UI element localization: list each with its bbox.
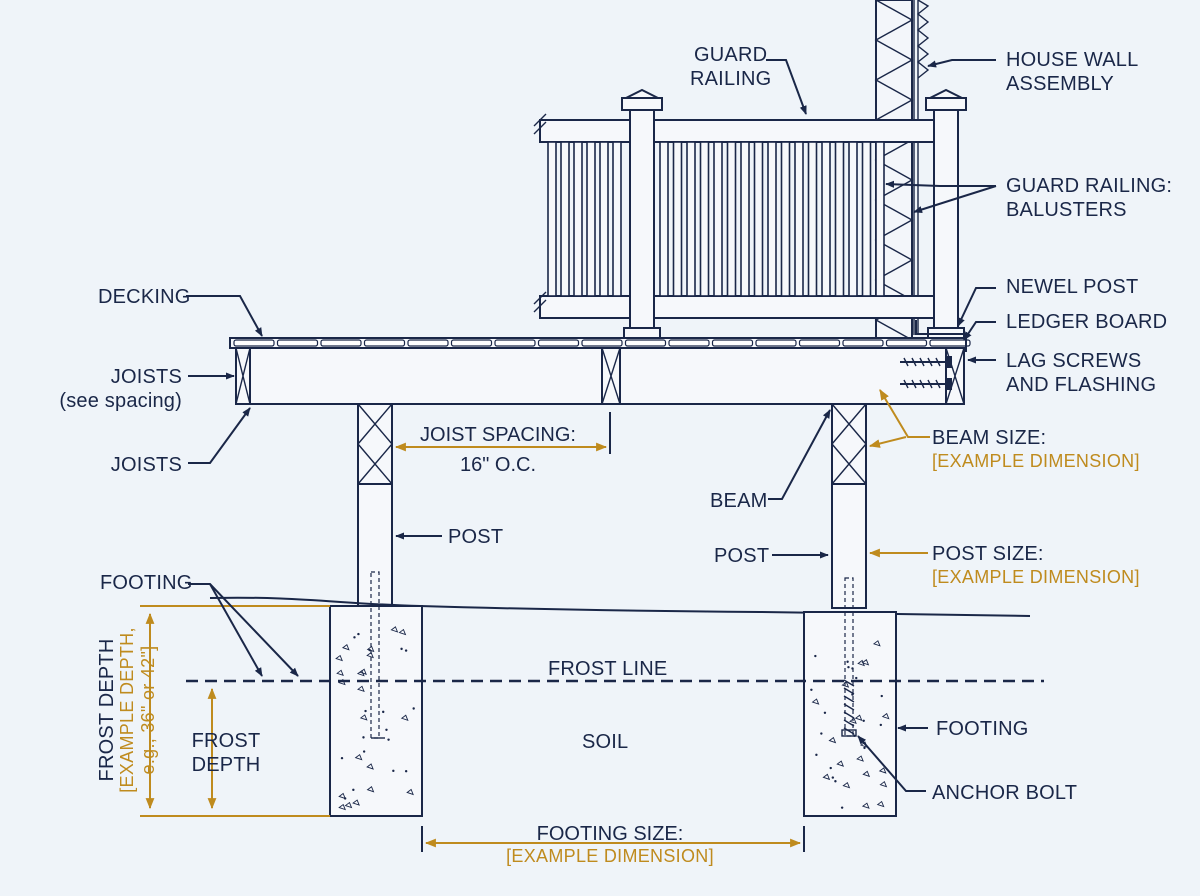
baluster	[659, 141, 669, 297]
baluster	[807, 141, 818, 297]
joist-band	[235, 347, 965, 405]
svg-text:BEAM SIZE:: BEAM SIZE:	[932, 427, 1046, 449]
svg-text:GUARD: GUARD	[694, 44, 767, 66]
footing-left	[329, 605, 423, 817]
svg-text:HOUSE WALL: HOUSE WALL	[1006, 49, 1138, 71]
lag-screws	[900, 356, 952, 390]
svg-text:[EXAMPLE DIMENSION]: [EXAMPLE DIMENSION]	[506, 846, 714, 866]
baluster	[780, 141, 791, 297]
anchor-bolt-right	[841, 577, 857, 737]
svg-text:(see spacing): (see spacing)	[59, 390, 182, 412]
ground-line	[209, 596, 1031, 617]
baluster	[834, 141, 845, 297]
footing-size-label: FOOTING SIZE: [EXAMPLE DIMENSION]	[506, 823, 714, 866]
house-wall-label: HOUSE WALL ASSEMBLY	[1006, 49, 1138, 95]
decking	[229, 337, 971, 349]
joists-upper-label: JOISTS (see spacing)	[59, 366, 182, 412]
frost-depth-dimensions	[140, 605, 330, 817]
newel-post-label: NEWEL POST	[1006, 276, 1138, 298]
footing-size-dimension	[421, 826, 805, 852]
baluster	[547, 141, 557, 297]
footing-left-label: FOOTING	[100, 572, 193, 594]
svg-text:GUARD RAILING:: GUARD RAILING:	[1006, 175, 1172, 197]
ledger-board-label: LEDGER BOARD	[1006, 311, 1167, 333]
svg-text:[EXAMPLE DIMENSION]: [EXAMPLE DIMENSION]	[932, 451, 1140, 471]
svg-text:FROST: FROST	[192, 730, 261, 752]
guard-railing	[533, 88, 967, 339]
baluster	[821, 141, 831, 297]
baluster	[672, 141, 683, 297]
baluster	[699, 141, 710, 297]
joist-spacing-dimension	[394, 412, 611, 454]
lag-screws-label: LAG SCREWS AND FLASHING	[1006, 350, 1156, 396]
baluster	[686, 141, 696, 297]
beam-left	[357, 403, 393, 485]
svg-text:JOIST SPACING:: JOIST SPACING:	[420, 424, 576, 446]
post-right	[831, 483, 867, 609]
beam-right	[831, 403, 867, 485]
post-left-label: POST	[448, 526, 503, 548]
guard-railing-label: GUARD RAILING	[690, 44, 771, 90]
baluster	[560, 141, 570, 297]
baluster	[573, 141, 583, 297]
anchor-bolt-label: ANCHOR BOLT	[932, 782, 1077, 804]
newel-post-right	[933, 107, 959, 333]
soil-label: SOIL	[582, 731, 628, 753]
balusters-label: GUARD RAILING: BALUSTERS	[1006, 175, 1172, 221]
svg-text:e.g., 36" or 42"]: e.g., 36" or 42"]	[138, 646, 158, 775]
baluster	[848, 141, 858, 297]
baluster	[713, 141, 723, 297]
anchor-bolt-left	[370, 571, 385, 739]
newel-post-left	[629, 107, 655, 333]
footing-right-label: FOOTING	[936, 718, 1029, 740]
svg-text:[EXAMPLE DEPTH,: [EXAMPLE DEPTH,	[117, 627, 137, 793]
baluster	[586, 141, 596, 297]
leader-lines	[186, 59, 997, 792]
joists-lower-label: JOISTS	[111, 454, 182, 476]
baluster	[794, 141, 804, 297]
beam-label: BEAM	[710, 490, 767, 512]
beam-size-leader	[879, 389, 930, 438]
joist-spacing-label: JOIST SPACING: 16" O.C.	[420, 424, 576, 476]
baluster	[875, 141, 885, 297]
baluster	[740, 141, 750, 297]
flashing	[915, 320, 967, 352]
baluster	[599, 141, 609, 297]
post-size-label: POST SIZE: [EXAMPLE DIMENSION]	[932, 543, 1140, 587]
svg-text:ASSEMBLY: ASSEMBLY	[1006, 73, 1114, 95]
svg-text:AND FLASHING: AND FLASHING	[1006, 374, 1156, 396]
post-right-label: POST	[714, 545, 769, 567]
frost-depth-inner-label: FROST DEPTH	[192, 730, 261, 776]
svg-text:FOOTING SIZE:: FOOTING SIZE:	[537, 823, 684, 845]
baluster	[753, 141, 764, 297]
footing-right	[803, 611, 897, 817]
baluster	[726, 141, 737, 297]
svg-text:JOISTS: JOISTS	[111, 366, 182, 388]
svg-text:POST SIZE:: POST SIZE:	[932, 543, 1044, 565]
baluster	[861, 141, 872, 297]
guard-railing-balusters	[547, 141, 885, 297]
decking-label: DECKING	[98, 286, 191, 308]
svg-text:BALUSTERS: BALUSTERS	[1006, 199, 1127, 221]
svg-text:FROST DEPTH: FROST DEPTH	[96, 639, 118, 782]
baluster	[612, 141, 622, 297]
frost-depth-outer-label: FROST DEPTH [EXAMPLE DEPTH, e.g., 36" or…	[96, 627, 158, 793]
frost-line-label: FROST LINE	[548, 658, 667, 680]
post-left	[357, 483, 393, 609]
svg-text:[EXAMPLE DIMENSION]: [EXAMPLE DIMENSION]	[932, 567, 1140, 587]
beam-size-label: BEAM SIZE: [EXAMPLE DIMENSION]	[932, 427, 1140, 471]
baluster	[767, 141, 777, 297]
svg-text:16" O.C.: 16" O.C.	[460, 454, 536, 476]
svg-text:RAILING: RAILING	[690, 68, 771, 90]
svg-text:DEPTH: DEPTH	[192, 754, 261, 776]
svg-text:LAG SCREWS: LAG SCREWS	[1006, 350, 1141, 372]
